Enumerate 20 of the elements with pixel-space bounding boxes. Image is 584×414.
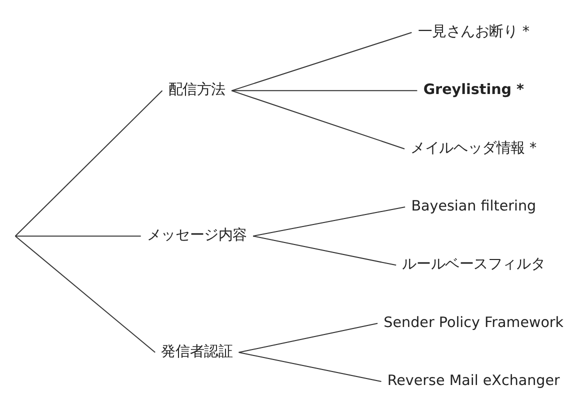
branch-label: 配信方法 [168, 82, 226, 98]
branch-line [238, 352, 382, 382]
branch-line [15, 236, 141, 237]
branch-line [252, 236, 396, 266]
branch-label: メッセージ内容 [146, 227, 247, 244]
branch-label: Greylisting * [423, 82, 524, 98]
branch-line [14, 236, 156, 353]
branch-line [252, 206, 406, 237]
branch-label: ルールベースフィルタ [402, 256, 546, 273]
branch-label: 一見さんお断り * [418, 24, 530, 40]
branch-label: メイルヘッダ情報 * [410, 140, 537, 156]
branch-line [231, 90, 405, 150]
branch-label: 発信者認証 [161, 344, 233, 360]
branch-label: Reverse Mail eXchanger [387, 372, 560, 390]
branch-line [14, 90, 163, 236]
branch-line [231, 32, 412, 92]
branch-label: Bayesian filtering [411, 198, 536, 215]
branch-label: Sender Policy Framework [384, 314, 564, 331]
branch-line [238, 322, 378, 353]
branch-line [232, 90, 418, 92]
